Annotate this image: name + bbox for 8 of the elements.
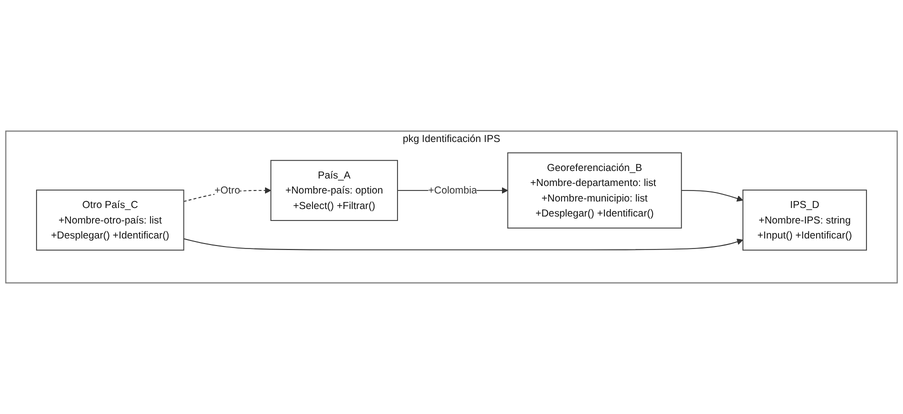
edge-label: +Colombia (428, 184, 477, 196)
node-box: Georeferenciación_B +Nombre-departamento: list +Nombre-municipio: list +Desplegar() +Identificar() (507, 152, 682, 229)
arrow (680, 190, 744, 202)
node-box: País_A +Nombre-país: option +Select() +Filtrar() (270, 160, 398, 221)
arrow (183, 238, 744, 250)
node-box: Otro País_C +Nombre-otro-país: list +Desplegar() +Identificar() (36, 190, 184, 251)
node-box: IPS_D +Nombre-IPS: string +Input() +Identificar() (742, 190, 867, 251)
edge-label: +Otro (214, 184, 240, 196)
